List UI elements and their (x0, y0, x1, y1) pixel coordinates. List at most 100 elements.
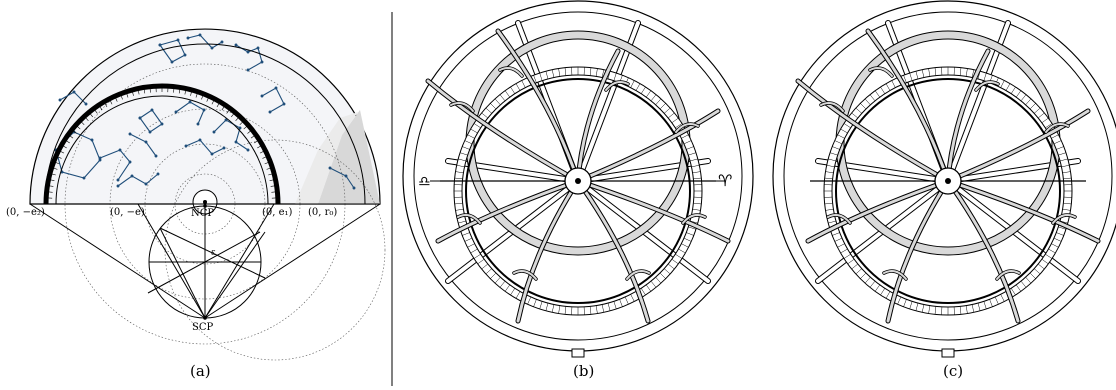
ring-tick (635, 83, 641, 91)
tick (84, 116, 89, 121)
star (260, 94, 264, 98)
star (82, 176, 86, 180)
ncp-point (203, 204, 207, 208)
rete-arm-fill (806, 179, 950, 243)
ring-tick (928, 68, 931, 77)
rete-arm-fill (576, 109, 720, 183)
star (234, 43, 238, 47)
ring-tick (1058, 226, 1067, 230)
star (160, 122, 164, 126)
ring-tick (1061, 164, 1070, 168)
ring-tick (659, 272, 666, 279)
tick (114, 96, 118, 102)
mater-inner (465, 78, 691, 304)
ring-tick (601, 69, 605, 78)
ring-tick (467, 134, 475, 139)
rete-arm-fill (576, 49, 620, 183)
ring-tick (545, 71, 549, 80)
constellation-figure (175, 101, 205, 125)
tick (93, 108, 98, 114)
ring-tick (874, 90, 881, 98)
tick (58, 150, 65, 154)
ring-tick (467, 243, 475, 248)
tick (49, 173, 56, 176)
ring-tick (860, 272, 867, 279)
ring-tick (825, 171, 834, 174)
tick (269, 179, 276, 182)
ring-tick (1000, 80, 1005, 88)
ring-tick (909, 301, 913, 310)
ring-tick (688, 226, 697, 230)
caption-c: (c) (943, 362, 963, 380)
ring-tick (921, 304, 925, 313)
milky-way-band (318, 110, 380, 204)
tick (268, 173, 275, 176)
star (58, 98, 62, 102)
ring-tick (1029, 272, 1036, 279)
tick (46, 191, 53, 193)
star (72, 90, 76, 94)
ring-tick (851, 263, 859, 270)
tick (221, 104, 226, 111)
tick (250, 134, 257, 139)
tick (47, 185, 54, 187)
neg-e-label: (0, −e) (110, 207, 145, 218)
graduated-ring-outer (44, 43, 366, 205)
rete-arm-fill (796, 79, 950, 183)
ring-tick (601, 304, 605, 313)
ring-tick (847, 258, 855, 265)
tick (262, 155, 269, 159)
ring-tick (1010, 288, 1016, 296)
libra-symbol: ♎︎ (418, 174, 431, 190)
ring-tick (824, 202, 833, 205)
ring-tick (681, 134, 689, 139)
constellation-figure (99, 149, 131, 181)
star (198, 33, 202, 37)
star (246, 50, 250, 54)
ring-tick (1053, 140, 1062, 145)
mater-inner (835, 78, 1061, 304)
ring-tick (539, 72, 543, 81)
ring-tick (824, 177, 833, 180)
ring-tick (490, 103, 497, 110)
ring-tick (828, 220, 837, 224)
ring-tick (455, 208, 464, 211)
tick (178, 87, 181, 94)
tick (53, 161, 60, 165)
ring-tick (1062, 171, 1071, 174)
ring-tick (464, 140, 473, 145)
center-pin (945, 178, 951, 184)
ring-tick (454, 202, 463, 205)
star (274, 86, 278, 90)
ring-tick (965, 305, 968, 314)
star-pointer-fill (820, 102, 844, 112)
scp-point (203, 316, 207, 320)
angle-label: ε (211, 248, 216, 258)
ring-tick (613, 301, 617, 310)
star (328, 166, 332, 170)
star (150, 108, 154, 112)
star (138, 116, 142, 120)
ring-tick (855, 107, 862, 114)
ring-tick (667, 263, 675, 270)
ring-tick (971, 69, 975, 78)
star (176, 38, 180, 42)
ring-tick (613, 72, 617, 81)
ring-tick (533, 299, 537, 307)
ring-tick (909, 72, 913, 81)
ring-tick (551, 304, 555, 313)
constellation-figure (185, 139, 225, 155)
tick (259, 150, 266, 154)
ring-tick (977, 302, 981, 311)
ring-tick (477, 258, 485, 265)
ring-tick (564, 306, 567, 315)
tick (264, 161, 271, 165)
star-pointer-fill (1045, 123, 1069, 133)
ring-tick (650, 280, 657, 288)
rete-arm-fill (436, 179, 580, 243)
ring-tick (829, 152, 838, 156)
ring-tick (1025, 98, 1032, 105)
ring-tick (1051, 243, 1059, 248)
ring-tick (659, 103, 666, 110)
milky-way-band-light (295, 112, 358, 204)
